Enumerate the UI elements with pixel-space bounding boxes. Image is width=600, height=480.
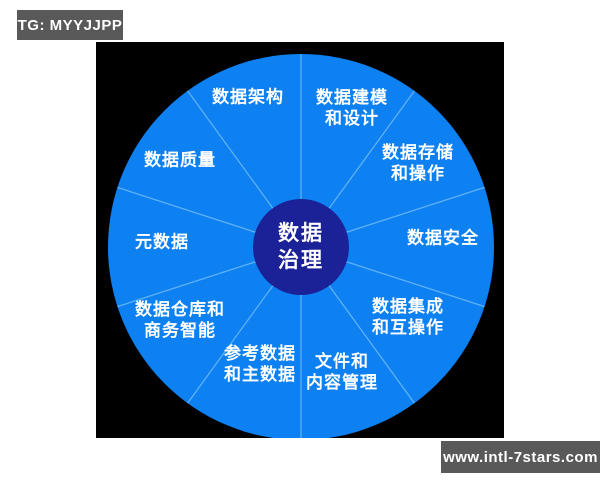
wheel-center-label-data-governance: 数据 治理 <box>278 220 324 274</box>
watermark-bottom-right: www.intl-7stars.com <box>441 441 600 473</box>
segment-line: 数据建模 <box>316 88 388 107</box>
wheel-center-disc <box>253 199 349 295</box>
segment-line: 和互操作 <box>372 318 444 337</box>
center-label-line: 治理 <box>278 249 324 272</box>
dama-wheel-graphic <box>108 54 494 438</box>
segment-line: 商务智能 <box>144 321 216 340</box>
segment-label-data-architecture: 数据架构 <box>212 87 284 108</box>
segment-label-metadata: 元数据 <box>135 232 189 253</box>
segment-label-document-and-content-management: 文件和 内容管理 <box>306 351 378 393</box>
segment-label-data-quality: 数据质量 <box>144 150 216 171</box>
segment-line: 数据质量 <box>144 150 216 170</box>
segment-label-data-integration-and-interoperability: 数据集成 和互操作 <box>372 296 444 338</box>
segment-line: 数据安全 <box>407 228 479 248</box>
segment-line: 数据存储 <box>382 143 454 162</box>
segment-line: 数据仓库和 <box>135 300 225 319</box>
segment-line: 文件和 <box>315 352 369 371</box>
segment-line: 参考数据 <box>224 344 296 363</box>
watermark-top-left-text: TG: MYYJJPP <box>17 16 123 34</box>
segment-line: 和主数据 <box>224 365 296 384</box>
segment-label-data-warehousing-and-business-intelligence: 数据仓库和 商务智能 <box>135 299 225 341</box>
segment-line: 数据架构 <box>212 87 284 107</box>
segment-line: 元数据 <box>135 232 189 252</box>
segment-label-data-storage-and-operations: 数据存储 和操作 <box>382 142 454 184</box>
segment-line: 和设计 <box>325 109 379 128</box>
segment-label-reference-and-master-data: 参考数据 和主数据 <box>224 343 296 385</box>
watermark-bottom-right-text: www.intl-7stars.com <box>443 448 598 466</box>
segment-label-data-modeling-and-design: 数据建模 和设计 <box>316 87 388 129</box>
watermark-top-left: TG: MYYJJPP <box>17 10 123 40</box>
segment-line: 和操作 <box>391 164 445 183</box>
center-label-line: 数据 <box>278 222 324 245</box>
segment-line: 数据集成 <box>372 297 444 316</box>
segment-line: 内容管理 <box>306 373 378 392</box>
black-canvas: 数据架构 数据建模 和设计 数据存储 和操作 数据安全 数据集成 和互操作 文件… <box>96 42 504 438</box>
segment-label-data-security: 数据安全 <box>407 228 479 249</box>
